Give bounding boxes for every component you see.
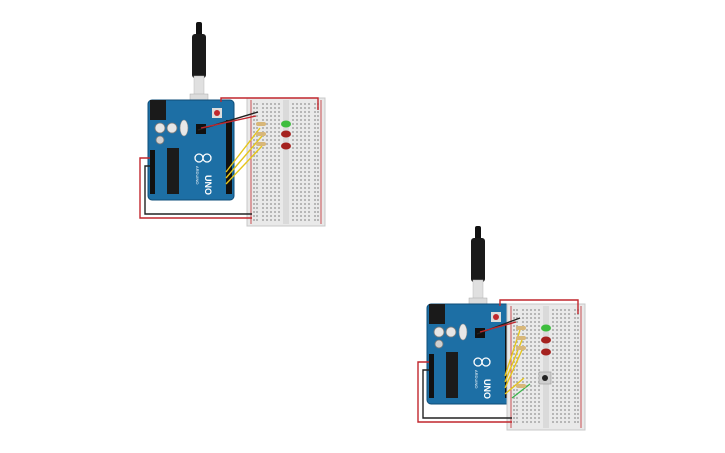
board-model-label: UNO [203, 175, 213, 195]
board-brand-label: ARDUINO [474, 370, 479, 388]
led-green[interactable] [281, 120, 291, 128]
board-model-label: UNO [482, 379, 492, 399]
breadboard[interactable] [246, 97, 326, 227]
power-jack [150, 100, 166, 120]
resistors [516, 326, 526, 388]
board-brand-label: ARDUINO [195, 166, 200, 184]
led-red[interactable] [541, 348, 551, 356]
push-button[interactable] [538, 371, 552, 385]
atmega-chip [167, 148, 179, 194]
reset-button[interactable] [493, 314, 499, 320]
atmega-chip [446, 352, 458, 398]
arduino-uno-board[interactable]: UNO ARDUINO [426, 303, 514, 405]
led-green[interactable] [541, 324, 551, 332]
breadboard-holes [253, 103, 319, 221]
led-red[interactable] [281, 142, 291, 150]
power-jack [429, 304, 445, 324]
arduino-logo [473, 357, 491, 367]
led-red[interactable] [541, 336, 551, 344]
wires [417, 299, 579, 423]
wires [139, 97, 319, 219]
resistors [256, 122, 266, 146]
circuit-2[interactable]: UNO ARDUINO [417, 226, 586, 431]
leds [281, 120, 291, 150]
reset-button[interactable] [214, 110, 220, 116]
circuit-1[interactable]: UNO ARDUINO [139, 22, 326, 227]
arduino-uno-board[interactable]: UNO ARDUINO [147, 99, 235, 201]
leds [541, 324, 551, 356]
led-red[interactable] [281, 130, 291, 138]
arduino-logo [194, 153, 212, 163]
breadboard[interactable] [506, 303, 586, 431]
